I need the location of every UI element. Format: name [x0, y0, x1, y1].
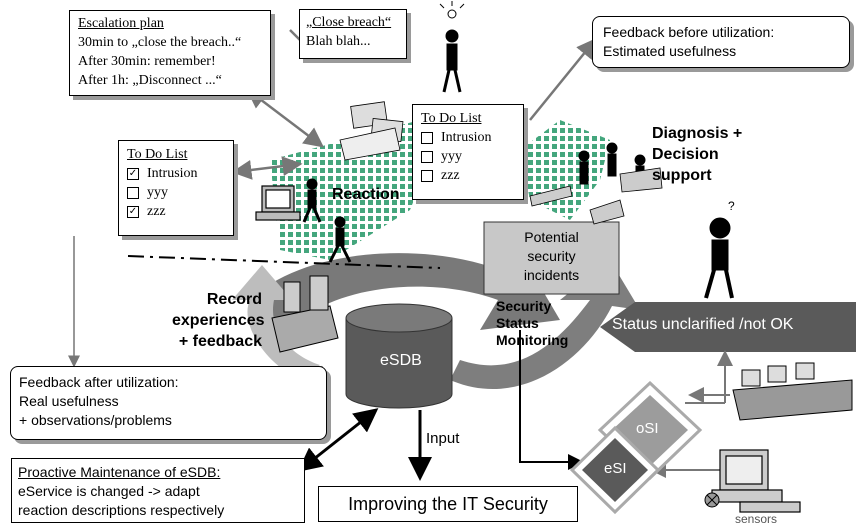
- todo-list-center: To Do List Intrusion yyy zzz: [412, 104, 524, 200]
- feedback-before-line-1: Feedback before utilization:: [603, 24, 775, 40]
- feedback-before-line-2: Estimated usefulness: [603, 43, 737, 59]
- esdb-cylinder: [345, 303, 453, 409]
- person-icon-thinker: ?: [704, 199, 735, 299]
- osi-label: oSI: [636, 420, 659, 437]
- sensors-label: sensors: [735, 512, 778, 526]
- potential-incidents-box: [483, 221, 620, 295]
- status-arrow-shape: [600, 302, 856, 352]
- monitoring-desk: [732, 362, 853, 421]
- close-breach-title: „Close breach“: [306, 15, 392, 30]
- person-icon-reaction: [302, 178, 352, 263]
- computer-icon-sensors: [711, 449, 801, 513]
- todo-center-item: zzz: [421, 166, 515, 185]
- record-experiences-label: Record experiences + feedback: [172, 291, 265, 350]
- feedback-after-line-2: Real usefulness: [19, 393, 119, 409]
- potential-incidents-text: Potential security incidents: [523, 229, 580, 283]
- checkbox-icon: [421, 131, 433, 144]
- close-breach-box: „Close breach“ Blah blah...: [299, 9, 407, 59]
- feedback-before-box: Feedback before utilization: Estimated u…: [592, 16, 850, 68]
- todo-left-item: yyy: [127, 183, 225, 202]
- proactive-title: Proactive Maintenance of eSDB:: [18, 464, 221, 480]
- improving-security-box: Improving the IT Security: [318, 486, 578, 522]
- feedback-after-line-3: + observations/problems: [19, 412, 172, 428]
- cycle-arrow: [250, 252, 560, 330]
- feedback-after-line-1: Feedback after utilization:: [19, 374, 179, 390]
- security-status-label: Security Status Monitoring: [496, 298, 569, 348]
- escalation-line-3: After 1h: „Disconnect ...“: [78, 73, 222, 88]
- checkbox-icon: [127, 186, 139, 199]
- escalation-line-2: After 30min: remember!: [78, 54, 216, 69]
- proactive-line-1: eService is changed -> adapt: [18, 483, 200, 499]
- escalation-plan-box: Escalation plan 30min to „close the brea…: [69, 10, 271, 96]
- cycle-arrow-left: [232, 265, 320, 380]
- tools-icon: [529, 167, 663, 225]
- checkbox-icon: ✓: [127, 205, 139, 218]
- todo-center-title: To Do List: [421, 111, 482, 126]
- computer-icon-left: [255, 185, 301, 221]
- lightbulb-icon: [439, 1, 465, 19]
- esi-diamond: [569, 425, 661, 515]
- svg-text:?: ?: [728, 199, 735, 213]
- esi-label: eSI: [604, 460, 627, 477]
- todo-left-title: To Do List: [127, 147, 188, 162]
- todo-center-item: Intrusion: [421, 128, 515, 147]
- status-unclarified-text: Status unclarified /not OK: [612, 316, 794, 333]
- proactive-maintenance-box: Proactive Maintenance of eSDB: eService …: [11, 458, 305, 523]
- todo-left-item: ✓zzz: [127, 203, 166, 219]
- checkbox-icon: [421, 150, 433, 163]
- green-pattern-left: [270, 120, 430, 260]
- escalation-line-1: 30min to „close the breach..“: [78, 35, 242, 50]
- proactive-line-2: reaction descriptions respectively: [18, 502, 225, 518]
- reaction-label: Reaction: [332, 186, 400, 203]
- todo-list-left: To Do List ✓Intrusion yyy ✓zzz: [118, 140, 234, 236]
- todo-left-item: ✓Intrusion: [127, 165, 198, 181]
- checkbox-icon: [421, 169, 433, 182]
- improving-security-text: Improving the IT Security: [348, 494, 548, 514]
- checkbox-icon: ✓: [127, 167, 139, 180]
- documents-icon: [339, 101, 404, 161]
- feedback-after-box: Feedback after utilization: Real usefuln…: [10, 366, 327, 440]
- input-label: Input: [426, 430, 460, 447]
- diagnosis-label: Diagnosis + Decision support: [652, 125, 743, 184]
- dash-dot-line: [127, 255, 441, 269]
- close-breach-body: Blah blah...: [306, 34, 371, 49]
- person-icon-idea: [442, 29, 462, 93]
- todo-center-item: yyy: [421, 147, 515, 166]
- escalation-plan-title: Escalation plan: [78, 16, 164, 31]
- archive-desk: [271, 275, 339, 353]
- esdb-label: eSDB: [380, 352, 422, 369]
